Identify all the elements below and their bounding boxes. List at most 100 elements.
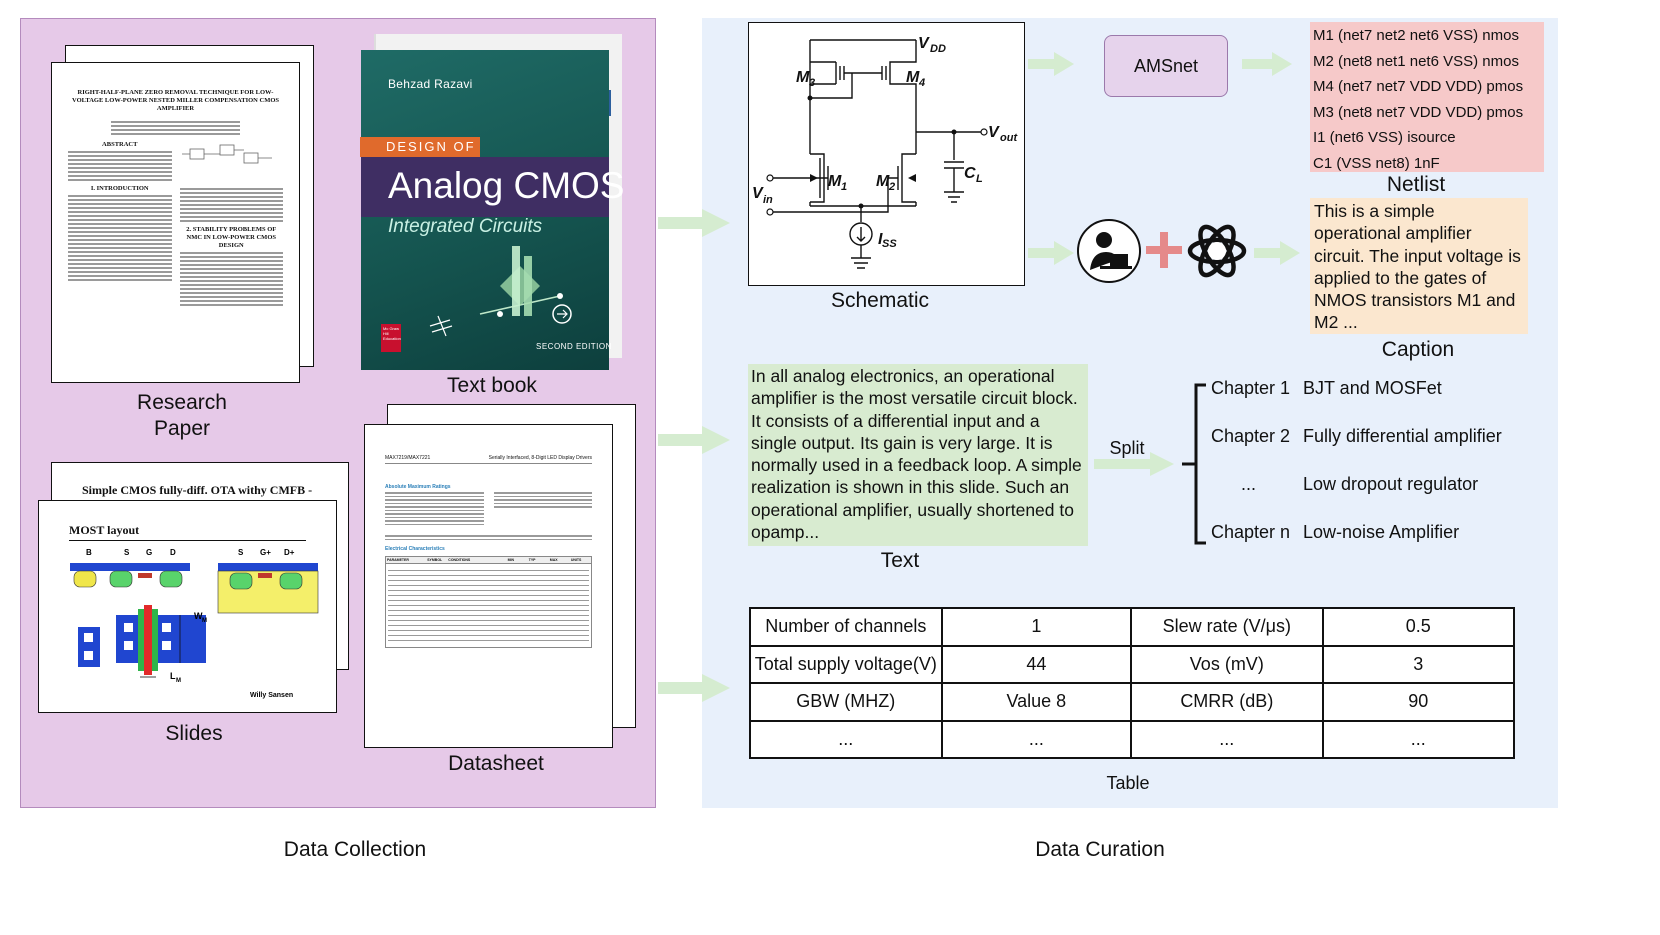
m4-sub: 4 [918, 77, 925, 89]
text-box: In all analog electronics, an operationa… [748, 364, 1088, 546]
table-cell: Number of channels [749, 607, 943, 647]
table-cell: Total supply voltage(V) [749, 644, 943, 684]
table-cell: Value 8 [940, 682, 1133, 722]
netlist-line: M2 (net8 net1 net6 VSS) nmos [1313, 52, 1519, 70]
terminal-d: D [170, 548, 176, 557]
research-paper-label-line1: Research [137, 391, 227, 414]
intro-heading: I. INTRODUCTION [90, 185, 149, 192]
datasheet-label: Datasheet [448, 752, 544, 775]
netlist-label: Netlist [1386, 173, 1446, 196]
table-cell: 1 [940, 607, 1133, 647]
arrow-to-caption [1254, 241, 1300, 265]
slide-footer: Willy Sansen [250, 692, 293, 699]
datasheet-col-header: UNITS [570, 558, 582, 562]
cl-label: C [964, 165, 976, 182]
m3-label: M [796, 69, 810, 86]
terminal-d-plus: D+ [284, 548, 295, 557]
m2-label: M [876, 173, 890, 190]
table-cell: ... [1321, 719, 1516, 759]
slide-front-title: MOST layout [69, 523, 306, 541]
arrow-to-text [658, 426, 730, 454]
lm-sub: M [176, 678, 181, 684]
plus-icon [1146, 232, 1182, 268]
chapter-name: Low dropout regulator [1303, 474, 1479, 494]
datasheet-col-header: CONDITIONS [448, 558, 471, 562]
table-cell: Vos (mV) [1130, 644, 1324, 684]
datasheet-col-header: TYP [528, 558, 536, 562]
m2-sub: 2 [888, 181, 895, 193]
data-collection-title: Data Collection [283, 838, 427, 861]
chapter-row: Chapter 2 Fully differential amplifier [1211, 426, 1541, 447]
terminal-g-plus: G+ [260, 548, 271, 557]
table-cell: ... [749, 719, 943, 759]
data-curation-title: Data Curation [1035, 838, 1165, 861]
textbook-label: Text book [447, 374, 537, 397]
datasheet-section1: Absolute Maximum Ratings [385, 484, 451, 490]
research-paper-label-line2: Paper [153, 417, 211, 440]
caption-label: Caption [1381, 338, 1455, 361]
netlist-line: M3 (net8 net7 VDD VDD) pmos [1313, 103, 1524, 121]
amsnet-box: AMSnet [1104, 35, 1228, 97]
netlist-line: M4 (net7 net7 VDD VDD) pmos [1313, 78, 1524, 95]
table-cell: 3 [1321, 644, 1516, 684]
textbook-publisher-logo: Mc Graw Hill Education [381, 324, 401, 352]
netlist-line: M1 (net7 net2 net6 VSS) nmos [1313, 27, 1519, 44]
table-cell: 44 [940, 644, 1133, 684]
textbook-author: Behzad Razavi [388, 77, 473, 91]
chapter-number: Chapter 2 [1211, 426, 1291, 446]
textbook-edition: SECOND EDITION [536, 342, 612, 351]
netlist-line: I1 (net6 VSS) isource [1313, 129, 1456, 146]
table-label: Table [1106, 773, 1150, 793]
abstract-heading: ABSTRACT [102, 141, 138, 148]
chapter-row: Chapter n Low-noise Amplifier [1211, 522, 1541, 543]
schematic-label: Schematic [830, 289, 930, 312]
textbook-title-band [361, 157, 609, 217]
textbook-title: Analog CMOS [388, 165, 625, 206]
chapter-bracket [1182, 383, 1206, 545]
terminal-s: S [124, 548, 130, 557]
textbook-circuit-art [429, 246, 572, 337]
iss-label: I [878, 231, 883, 248]
wm-label: W [194, 611, 203, 621]
textbook-design-of: DESIGN OF [360, 137, 480, 157]
m1-sub: 1 [841, 181, 847, 193]
arrow-to-netlist [1242, 52, 1292, 76]
m1-label: M [828, 173, 842, 190]
datasheet-col-header: PARAMETER [387, 558, 409, 562]
arrow-to-table [658, 674, 730, 702]
paper-title: RIGHT-HALF-PLANE ZERO REMOVAL TECHNIQUE … [72, 89, 279, 112]
chapter-row: ...Low dropout regulator [1211, 474, 1541, 495]
cl-sub: L [976, 173, 983, 185]
section2-heading: 2. STABILITY PROBLEMS OF NMC IN LOW-POWE… [186, 226, 277, 249]
most-layout-figure: B S G D S G+ D+ W M L M Willy Sansen [70, 548, 319, 699]
chapter-name: Fully differential amplifier [1303, 426, 1502, 446]
netlist-line: C1 (VSS net8) 1nF [1313, 154, 1440, 172]
m3-sub: 3 [809, 77, 815, 89]
table-cell: CMRR (dB) [1130, 682, 1324, 722]
research-paper-front-page: RIGHT-HALF-PLANE ZERO REMOVAL TECHNIQUE … [51, 62, 300, 383]
table-cell: 90 [1321, 682, 1516, 722]
arrow-to-annotator [1028, 241, 1074, 265]
chapter-number: Chapter n [1211, 522, 1291, 542]
chapter-name: BJT and MOSFet [1303, 378, 1442, 398]
table-row: ............ [749, 719, 1516, 759]
human-annotator-icon [1077, 219, 1141, 283]
vdd-label: V [918, 35, 930, 52]
table-cell: ... [940, 719, 1133, 759]
split-label: Split [1109, 438, 1145, 458]
datasheet-front: MAX7219/MAX7221 Serially Interfaced, 8-D… [364, 424, 613, 748]
vin-label: V [752, 185, 764, 202]
chapter-name: Low-noise Amplifier [1303, 522, 1460, 542]
vin-sub: in [763, 194, 773, 206]
terminal-b: B [86, 548, 92, 557]
datasheet-col-header: MIN [507, 558, 515, 562]
lm-label: L [170, 671, 176, 681]
terminal-s2: S [238, 548, 244, 557]
arrow-split [1094, 452, 1174, 476]
datasheet-part: MAX7219/MAX7221 [385, 455, 431, 461]
table-cell: GBW (MHZ) [749, 682, 943, 722]
